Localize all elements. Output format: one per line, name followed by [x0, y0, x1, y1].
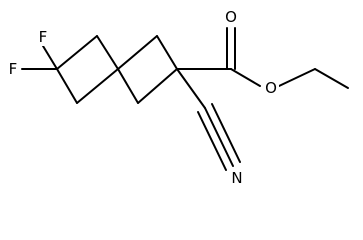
atom-ester-oxygen: O: [265, 79, 277, 97]
bond-cn-triple-c: [211, 103, 241, 163]
bond-ring-bottom-cf2: [56, 68, 78, 104]
atom-carbonyl-oxygen: O: [225, 8, 237, 26]
bond-cn-triple-a: [197, 111, 227, 171]
bond-cn-triple-b: [204, 107, 234, 167]
bond-c-o-ester: [230, 68, 261, 87]
bond-quaternary-ring-bottom: [137, 68, 178, 104]
bond-ring-top-spiro: [96, 35, 119, 70]
bond-cf2-ring-top: [56, 35, 98, 70]
bond-ring-bottom-spiro: [117, 68, 139, 104]
bond-ring-top-quaternary: [156, 35, 178, 70]
bond-spiro-ring-bottom-left: [76, 68, 119, 104]
atom-fluorine-left: F: [9, 60, 18, 78]
atom-fluorine-upper: F: [39, 28, 48, 46]
bond-spiro-ring-top-right: [117, 35, 158, 70]
bond-ch2-ch3: [314, 68, 349, 89]
bond-o-ch2: [278, 68, 316, 87]
bond-c-f-upper: [42, 45, 58, 70]
chemical-structure-diagram: F F O O N: [8, 8, 349, 187]
bond-c-cn: [176, 68, 206, 109]
atom-nitrile-nitrogen: N: [231, 169, 242, 187]
